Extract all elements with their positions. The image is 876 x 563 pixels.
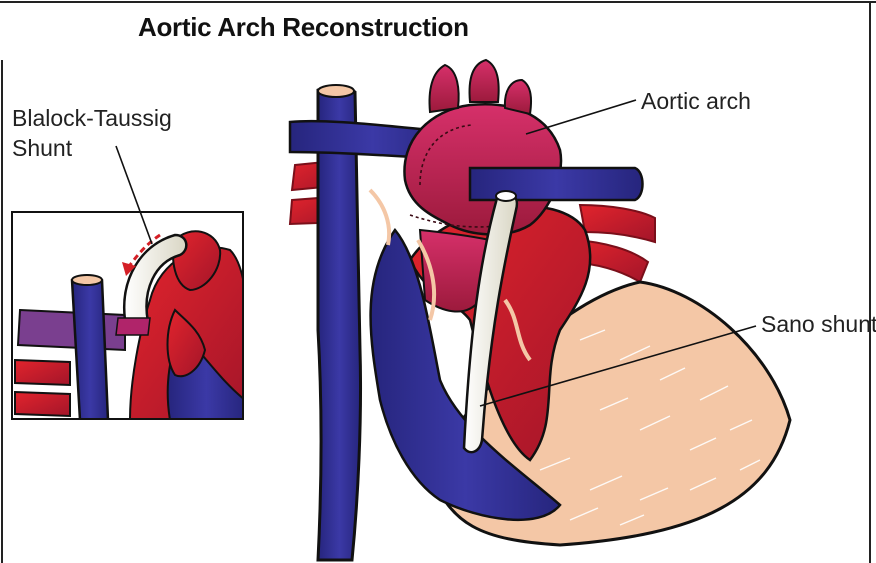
inset-vessel-lower	[15, 392, 70, 416]
right-pulmonary-artery	[580, 205, 655, 242]
blalock-label-line-2: Shunt	[12, 133, 172, 163]
inset-shunt-junction	[116, 318, 150, 335]
main-heart	[290, 60, 790, 560]
diagram-title: Aortic Arch Reconstruction	[138, 12, 469, 43]
aortic-arch-leader-line	[526, 100, 636, 134]
aortic-arch-label: Aortic arch	[641, 86, 751, 116]
chamber-detail-3	[370, 190, 389, 245]
blalock-label-line-1: Blalock-Taussig	[12, 103, 172, 133]
inset-svc-opening	[72, 275, 102, 285]
inset-pulmonary-artery	[18, 310, 125, 350]
sano-shunt-top	[496, 191, 516, 201]
sano-shunt-label: Sano shunt	[761, 309, 876, 339]
superior-vena-cava	[318, 86, 361, 560]
arch-branch-middle	[470, 60, 499, 102]
inset-vessel-upper	[15, 360, 70, 385]
inset-panel	[12, 212, 248, 420]
arch-branch-left	[430, 65, 459, 112]
arch-branch-right	[505, 80, 531, 114]
blalock-taussig-label: Blalock-Taussig Shunt	[12, 103, 172, 163]
svc-opening	[318, 85, 354, 97]
